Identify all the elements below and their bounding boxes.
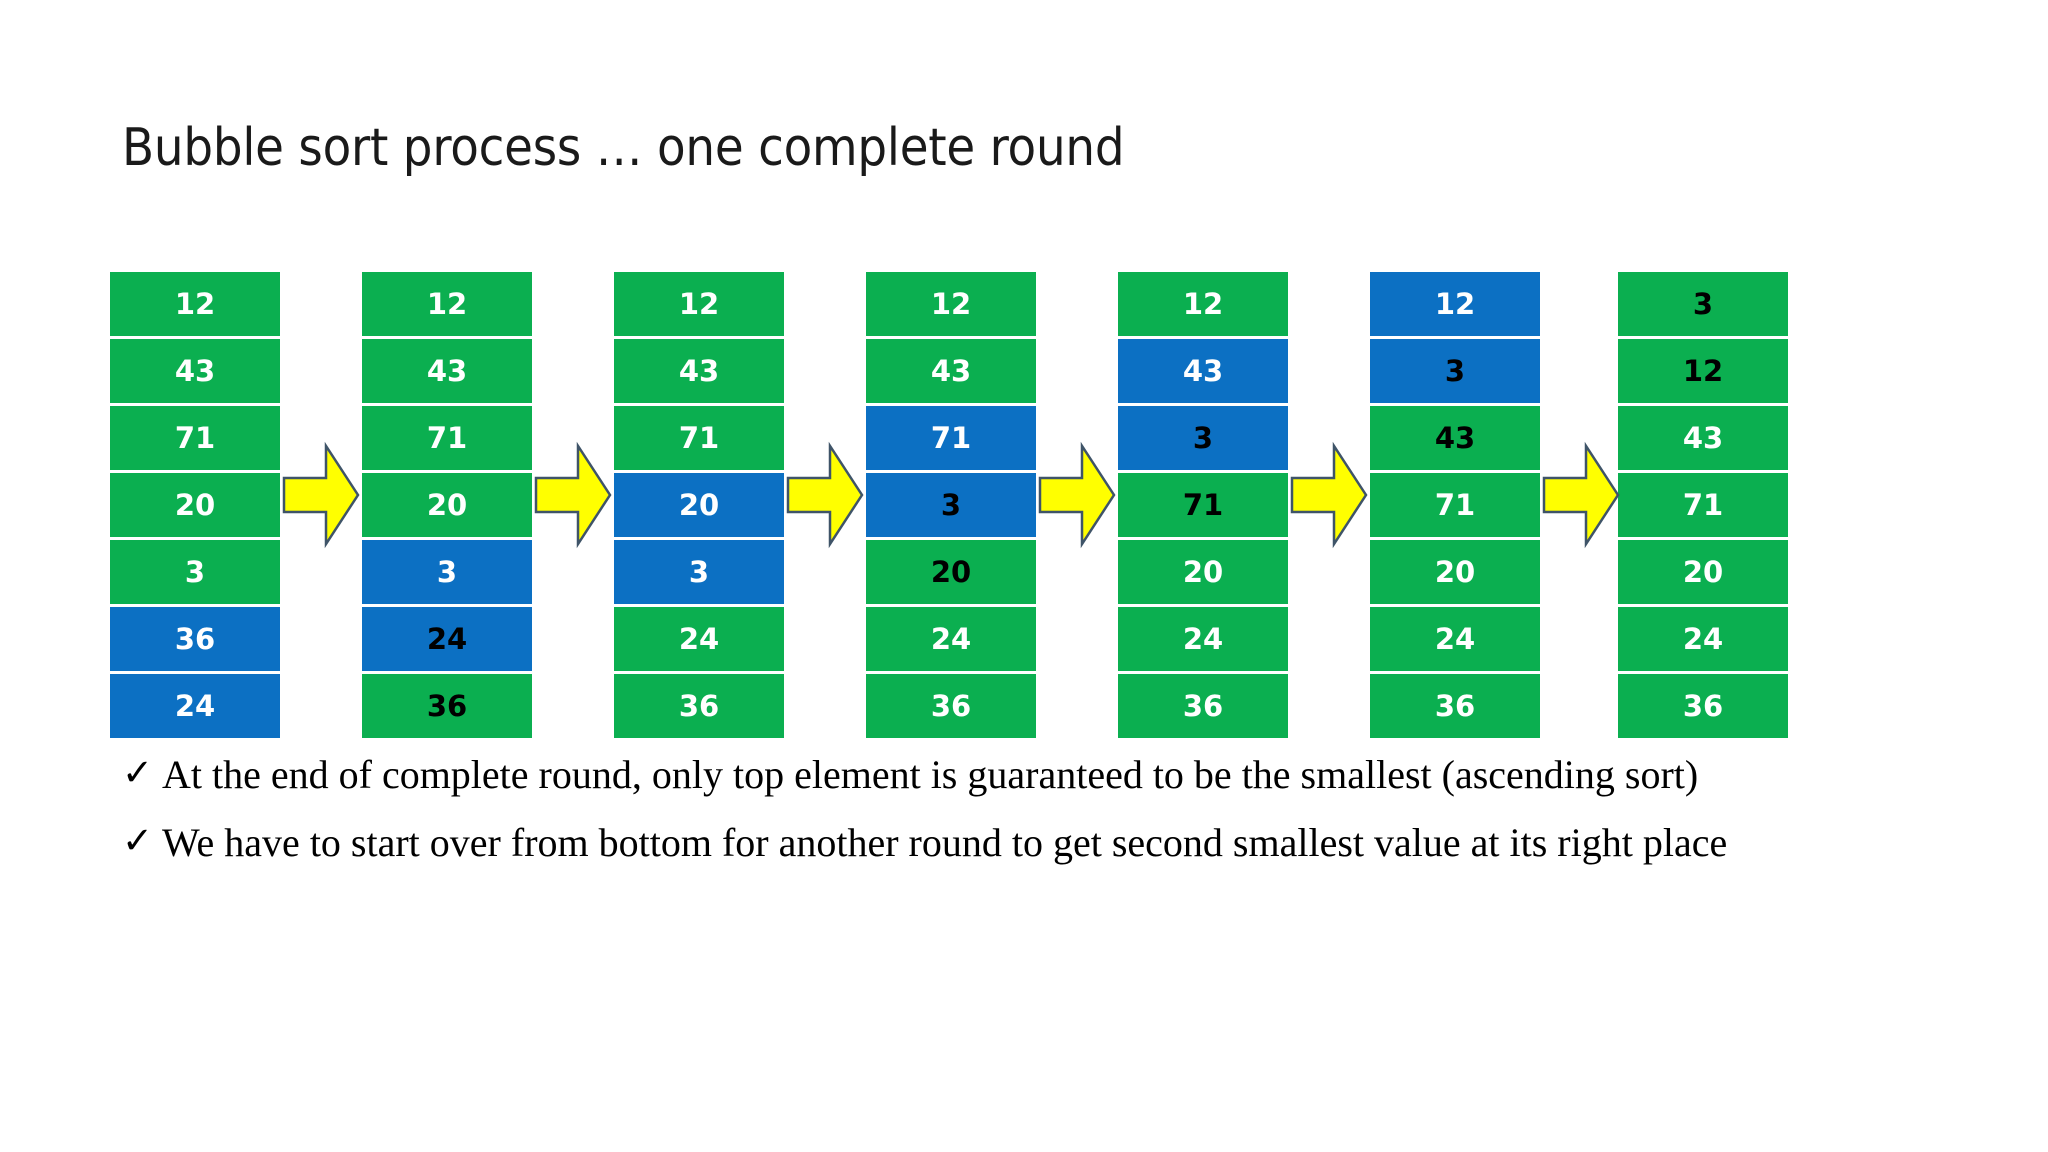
array-cell: 24 <box>362 607 532 671</box>
array-cell: 36 <box>1370 674 1540 738</box>
bullet-list: ✓ At the end of complete round, only top… <box>122 751 1922 889</box>
array-cell: 71 <box>1118 473 1288 537</box>
array-cell: 43 <box>110 339 280 403</box>
right-arrow-icon <box>534 440 612 550</box>
array-cell: 20 <box>362 473 532 537</box>
array-cell: 71 <box>1618 473 1788 537</box>
array-cell: 24 <box>866 607 1036 671</box>
array-cell: 36 <box>1618 674 1788 738</box>
array-cell: 71 <box>866 406 1036 470</box>
array-cell: 24 <box>1618 607 1788 671</box>
array-cell: 36 <box>866 674 1036 738</box>
array-cell: 71 <box>1370 473 1540 537</box>
array-cell: 20 <box>1618 540 1788 604</box>
right-arrow-icon <box>1542 440 1620 550</box>
array-cell: 12 <box>110 272 280 336</box>
array-cell: 3 <box>614 540 784 604</box>
array-cell: 43 <box>1118 339 1288 403</box>
check-mark-icon: ✓ <box>122 819 154 863</box>
page-title: Bubble sort process … one complete round <box>122 118 1125 178</box>
array-cell: 12 <box>1370 272 1540 336</box>
array-cell: 12 <box>1618 339 1788 403</box>
right-arrow-icon <box>282 440 360 550</box>
array-cell: 20 <box>1370 540 1540 604</box>
array-cell: 3 <box>110 540 280 604</box>
array-cell: 43 <box>1370 406 1540 470</box>
bullet-text: We have to start over from bottom for an… <box>162 820 1728 866</box>
right-arrow-icon <box>1038 440 1116 550</box>
array-cell: 36 <box>1118 674 1288 738</box>
array-cell: 36 <box>110 607 280 671</box>
array-cell: 20 <box>614 473 784 537</box>
array-cell: 3 <box>362 540 532 604</box>
bullet-text: At the end of complete round, only top e… <box>162 752 1699 797</box>
array-cell: 12 <box>614 272 784 336</box>
array-cell: 24 <box>110 674 280 738</box>
array-cell: 12 <box>362 272 532 336</box>
check-mark-icon: ✓ <box>122 751 154 794</box>
array-cell: 43 <box>1618 406 1788 470</box>
array-cell: 3 <box>1118 406 1288 470</box>
array-cell: 12 <box>1118 272 1288 336</box>
array-cell: 43 <box>866 339 1036 403</box>
array-cell: 36 <box>362 674 532 738</box>
array-cell: 43 <box>362 339 532 403</box>
array-cell: 20 <box>110 473 280 537</box>
array-cell: 24 <box>614 607 784 671</box>
array-cell: 3 <box>866 473 1036 537</box>
array-cell: 71 <box>362 406 532 470</box>
list-item: ✓ We have to start over from bottom for … <box>122 819 1922 866</box>
array-cell: 24 <box>1118 607 1288 671</box>
array-cell: 24 <box>1370 607 1540 671</box>
list-item: ✓ At the end of complete round, only top… <box>122 751 1922 798</box>
array-cell: 43 <box>614 339 784 403</box>
array-cell: 12 <box>866 272 1036 336</box>
array-cell: 71 <box>614 406 784 470</box>
array-cell: 36 <box>614 674 784 738</box>
array-cell: 71 <box>110 406 280 470</box>
array-cell: 3 <box>1618 272 1788 336</box>
array-cell: 20 <box>866 540 1036 604</box>
right-arrow-icon <box>1290 440 1368 550</box>
array-cell: 3 <box>1370 339 1540 403</box>
right-arrow-icon <box>786 440 864 550</box>
array-cell: 20 <box>1118 540 1288 604</box>
